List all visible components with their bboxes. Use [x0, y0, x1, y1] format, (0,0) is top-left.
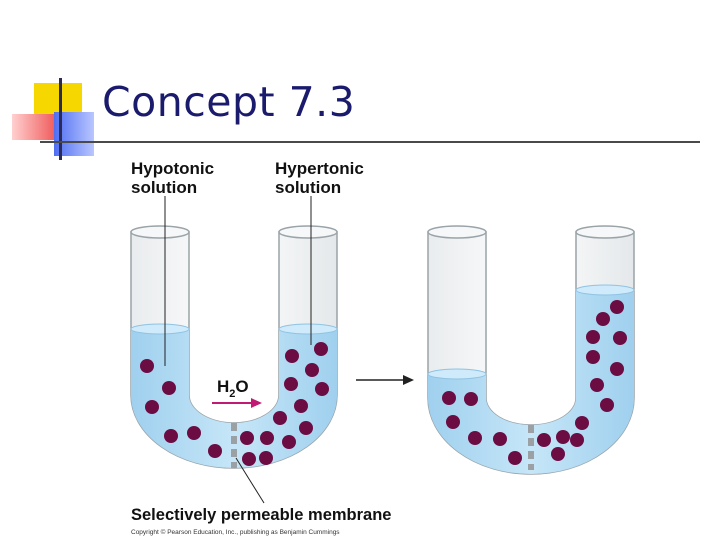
water-label-h: H: [217, 377, 229, 396]
solute-particle: [464, 392, 478, 406]
copyright-text: Copyright © Pearson Education, Inc., pub…: [131, 528, 340, 536]
solute-particle: [208, 444, 222, 458]
solute-particle: [551, 447, 565, 461]
solute-particle: [570, 433, 584, 447]
water-flow-arrow: [212, 398, 262, 408]
solute-particle: [242, 452, 256, 466]
deco-vertical-line: [59, 78, 62, 160]
water-label-subscript: 2: [229, 388, 235, 400]
solute-particle: [468, 431, 482, 445]
solute-particle: [508, 451, 522, 465]
solute-particle: [586, 350, 600, 364]
solute-particle: [613, 331, 627, 345]
u-tube-left-rim-left: [130, 225, 190, 239]
solute-particle: [600, 398, 614, 412]
solute-particle: [145, 400, 159, 414]
u-tube-left: [130, 225, 338, 469]
membrane-label: Selectively permeable membrane: [131, 506, 391, 524]
u-tube-left-solution: [131, 329, 337, 468]
solute-particle: [610, 362, 624, 376]
u-tube-left-meniscus-left: [130, 323, 190, 335]
slide-title: Concept 7.3: [102, 78, 356, 126]
solute-particle: [537, 433, 551, 447]
solute-particle: [294, 399, 308, 413]
deco-red-square: [12, 114, 56, 140]
title-underline: [40, 141, 700, 143]
solute-particle: [305, 363, 319, 377]
water-label: H2O: [217, 377, 249, 400]
solute-particle: [610, 300, 624, 314]
solute-particle: [140, 359, 154, 373]
u-tube-right: [427, 225, 635, 475]
solute-particle: [314, 342, 328, 356]
solute-particle: [575, 416, 589, 430]
u-tube-right-rim-left: [427, 225, 487, 239]
solute-particle: [240, 431, 254, 445]
solute-particle: [285, 349, 299, 363]
hypotonic-label-line1: Hypotonic: [131, 159, 214, 178]
transition-arrow: [356, 375, 414, 385]
solute-particle: [259, 451, 273, 465]
solute-particle: [590, 378, 604, 392]
solute-particle: [442, 391, 456, 405]
u-tube-right-rim-right: [575, 225, 635, 239]
solute-particle: [282, 435, 296, 449]
solute-particle: [446, 415, 460, 429]
u-tube-left-rim-right: [278, 225, 338, 239]
solute-particle: [556, 430, 570, 444]
water-label-o: O: [235, 377, 248, 396]
solute-particle: [284, 377, 298, 391]
solute-particle: [493, 432, 507, 446]
solute-particles-right-tube: [442, 300, 627, 465]
u-tube-right-meniscus-left: [427, 368, 487, 380]
solute-particle: [586, 330, 600, 344]
membrane-leader-line: [235, 457, 265, 504]
u-tube-left-meniscus-right: [278, 323, 338, 335]
solute-particle: [596, 312, 610, 326]
solute-particle: [273, 411, 287, 425]
solute-particle: [260, 431, 274, 445]
solute-particle: [299, 421, 313, 435]
hypertonic-label-line2: solution: [275, 178, 341, 197]
solute-particle: [164, 429, 178, 443]
u-tube-right-meniscus-right: [575, 284, 635, 296]
hypotonic-label-line2: solution: [131, 178, 197, 197]
hypertonic-label-line1: Hypertonic: [275, 159, 364, 178]
solute-particles-left-tube: [140, 342, 329, 466]
solute-particle: [162, 381, 176, 395]
solute-particle: [187, 426, 201, 440]
solute-particle: [315, 382, 329, 396]
